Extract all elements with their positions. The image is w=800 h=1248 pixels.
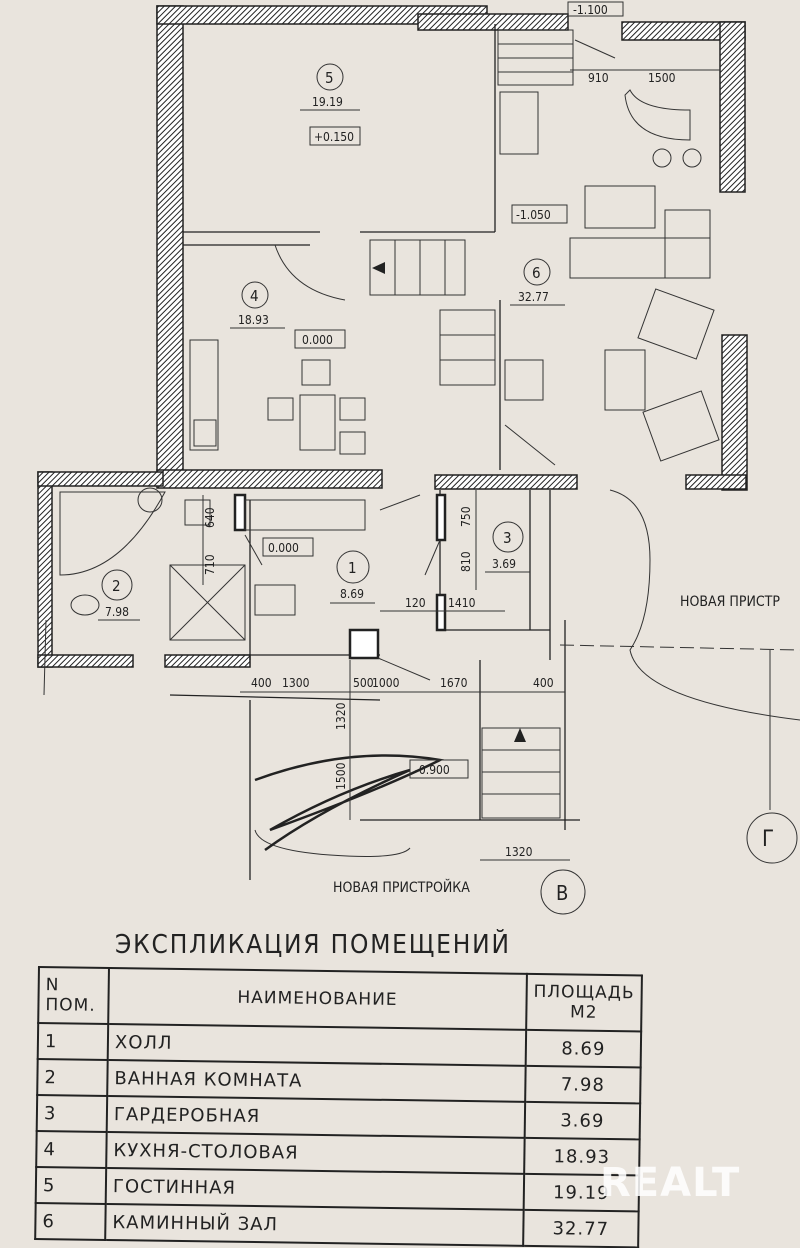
level-hall: 0.000	[268, 541, 299, 555]
row-number: 6	[35, 1202, 106, 1240]
svg-text:710: 710	[203, 554, 217, 575]
legend-title: ЭКСПЛИКАЦИЯ ПОМЕЩЕНИЙ	[115, 930, 511, 960]
room-6-label: 6 32.77	[510, 258, 565, 306]
row-name: КУХНЯ-СТОЛОВАЯ	[106, 1131, 525, 1174]
svg-text:5: 5	[325, 69, 334, 87]
svg-text:4: 4	[250, 287, 259, 305]
room-4-label: 4 18.93	[230, 281, 285, 329]
svg-text:8.69: 8.69	[340, 587, 364, 601]
svg-text:810: 810	[459, 551, 473, 572]
level-fireplace: -1.050	[516, 208, 551, 222]
row-name: КАМИННЫЙ ЗАЛ	[105, 1203, 524, 1246]
svg-text:18.93: 18.93	[238, 313, 269, 327]
axis-b-label: В	[556, 881, 568, 905]
svg-text:400: 400	[251, 676, 272, 690]
level-porch: -0.900	[415, 763, 450, 777]
svg-text:1670: 1670	[440, 676, 468, 690]
pen-scribble	[254, 754, 444, 852]
furniture	[59, 89, 720, 641]
row-number: 5	[35, 1166, 107, 1204]
row-area: 7.98	[525, 1065, 641, 1104]
row-area: 8.69	[525, 1029, 642, 1068]
level-marks: -1.100 +0.150 -1.050 0.000 0.000 -0.900	[262, 1, 624, 779]
door-swings	[244, 39, 616, 681]
new-extension-right-label: НОВАЯ ПРИСТР	[680, 594, 780, 610]
svg-text:1500: 1500	[334, 762, 348, 790]
svg-text:32.77: 32.77	[518, 290, 549, 304]
header-name: НАИМЕНОВАНИЕ	[108, 967, 527, 1030]
row-name: ВАННАЯ КОМНАТА	[107, 1059, 526, 1102]
row-name: ГАРДЕРОБНАЯ	[106, 1095, 526, 1138]
svg-text:6: 6	[532, 264, 541, 282]
svg-text:120: 120	[405, 596, 426, 610]
row-number: 4	[36, 1130, 107, 1168]
staircase-porch	[481, 727, 561, 819]
room-5-label: 5 19.19	[300, 63, 360, 111]
new-extension-bottom: НОВАЯ ПРИСТРОЙКА В	[254, 829, 586, 915]
header-number: N ПОМ.	[38, 967, 109, 1024]
svg-text:3.69: 3.69	[492, 557, 516, 571]
room-1-label: 1 8.69	[330, 550, 375, 604]
new-extension-right: НОВАЯ ПРИСТР Г	[559, 489, 800, 864]
row-area: 32.77	[523, 1209, 639, 1248]
svg-text:640: 640	[203, 507, 217, 528]
level-top-entry: -1.100	[573, 3, 608, 17]
svg-text:500: 500	[353, 676, 374, 690]
svg-text:1: 1	[348, 559, 357, 577]
exterior-walls	[37, 5, 748, 668]
legend-header-row: N ПОМ. НАИМЕНОВАНИЕ ПЛОЩАДЬ М2	[38, 967, 642, 1032]
svg-text:1000: 1000	[372, 676, 400, 690]
row-name: ХОЛЛ	[107, 1023, 527, 1066]
svg-text:400: 400	[533, 676, 554, 690]
svg-text:3: 3	[503, 529, 512, 547]
svg-text:910: 910	[588, 71, 609, 85]
room-3-label: 3 3.69	[485, 521, 530, 573]
svg-text:1300: 1300	[282, 676, 310, 690]
row-name: ГОСТИННАЯ	[105, 1167, 525, 1210]
svg-text:1500: 1500	[648, 71, 676, 85]
realt-watermark: REALT	[600, 1160, 741, 1206]
axis-g-label: Г	[762, 827, 774, 852]
level-kitchen: 0.000	[302, 333, 333, 347]
room-labels: 5 19.19 6 32.77 4 18.93 1 8.69 2 7.98 3 …	[98, 63, 565, 621]
svg-text:19.19: 19.19	[312, 95, 343, 109]
row-number: 1	[37, 1023, 109, 1060]
row-area: 3.69	[524, 1101, 641, 1140]
svg-text:1320: 1320	[334, 702, 348, 730]
new-extension-bottom-label: НОВАЯ ПРИСТРОЙКА	[333, 878, 470, 896]
staircase-middle	[369, 239, 496, 386]
svg-text:750: 750	[459, 506, 473, 527]
staircase-top	[497, 29, 574, 86]
svg-text:2: 2	[112, 577, 121, 595]
header-area: ПЛОЩАДЬ М2	[526, 973, 642, 1032]
row-number: 3	[36, 1095, 108, 1132]
floor-plan: НОВАЯ ПРИСТР Г НОВАЯ ПРИСТРОЙКА В -1.100…	[37, 1, 800, 915]
svg-text:1320: 1320	[505, 845, 533, 859]
svg-text:7.98: 7.98	[105, 605, 129, 619]
svg-text:1410: 1410	[448, 596, 476, 610]
level-living: +0.150	[314, 130, 354, 144]
room-2-label: 2 7.98	[98, 569, 140, 621]
dimensions: 910 1500 640 710 750 810 120 1410 400 13…	[202, 69, 720, 861]
interior-walls	[43, 24, 580, 880]
row-number: 2	[37, 1059, 108, 1096]
